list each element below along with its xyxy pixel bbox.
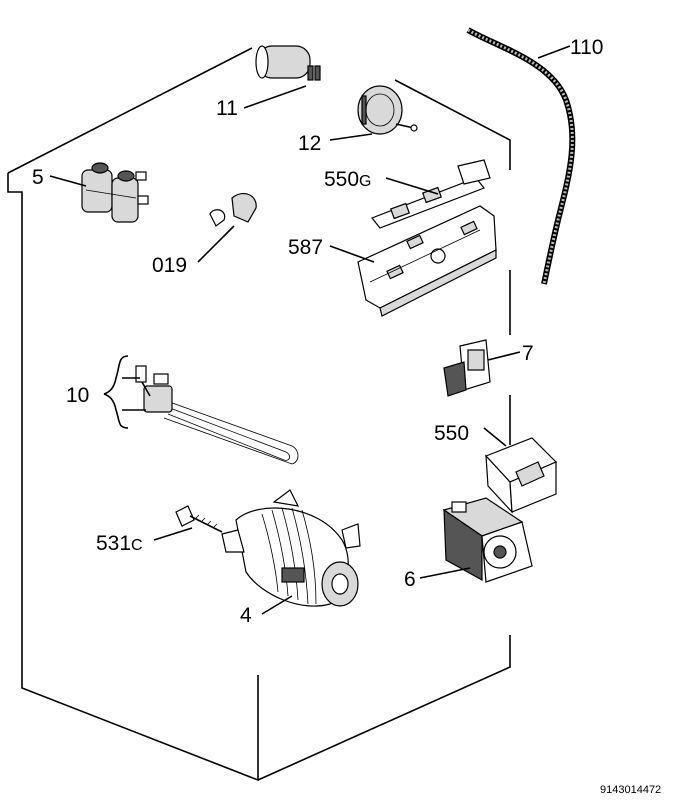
leader-110 (537, 45, 571, 59)
label-5: 5 (32, 166, 44, 189)
diagram-reference-number: 9143014472 (600, 784, 661, 796)
label-019: 019 (152, 254, 187, 277)
part-6-drain-pump[interactable] (442, 497, 533, 583)
part-110-cable[interactable] (466, 27, 576, 285)
part-12-pressure-switch[interactable] (357, 85, 418, 135)
part-531c-screw[interactable] (175, 505, 223, 533)
bracket-10 (103, 355, 146, 429)
leader-587 (329, 245, 375, 263)
leader-550 (483, 427, 507, 447)
leader-550g (385, 177, 439, 195)
leader-531c (153, 527, 193, 541)
part-4-motor[interactable] (221, 489, 361, 607)
leader-019 (197, 225, 235, 263)
part-550-cover[interactable] (484, 437, 558, 514)
leader-5 (49, 175, 87, 187)
label-587: 587 (288, 236, 323, 259)
label-531c: 531C (96, 532, 143, 555)
part-11-capacitor[interactable] (255, 45, 321, 81)
leader-4 (261, 595, 293, 615)
label-550g: 550G (324, 168, 372, 191)
leader-6 (419, 567, 471, 579)
label-6: 6 (404, 568, 416, 591)
label-110: 110 (570, 36, 603, 59)
part-550g-board[interactable] (371, 159, 491, 229)
label-12: 12 (298, 132, 321, 155)
leader-11 (243, 85, 307, 109)
part-019-clamp[interactable] (209, 193, 257, 227)
label-11: 11 (216, 97, 238, 120)
label-7: 7 (522, 342, 534, 365)
part-5-inlet-valve[interactable] (81, 162, 149, 223)
label-4: 4 (240, 604, 252, 627)
part-7-filter[interactable] (443, 339, 491, 397)
leader-12 (329, 133, 373, 141)
cabinet-outline (7, 47, 511, 782)
label-10: 10 (66, 384, 89, 407)
label-550: 550 (434, 422, 469, 445)
leader-7 (487, 351, 521, 361)
part-10-heating-element[interactable] (135, 365, 299, 465)
part-587-module[interactable] (357, 205, 497, 317)
